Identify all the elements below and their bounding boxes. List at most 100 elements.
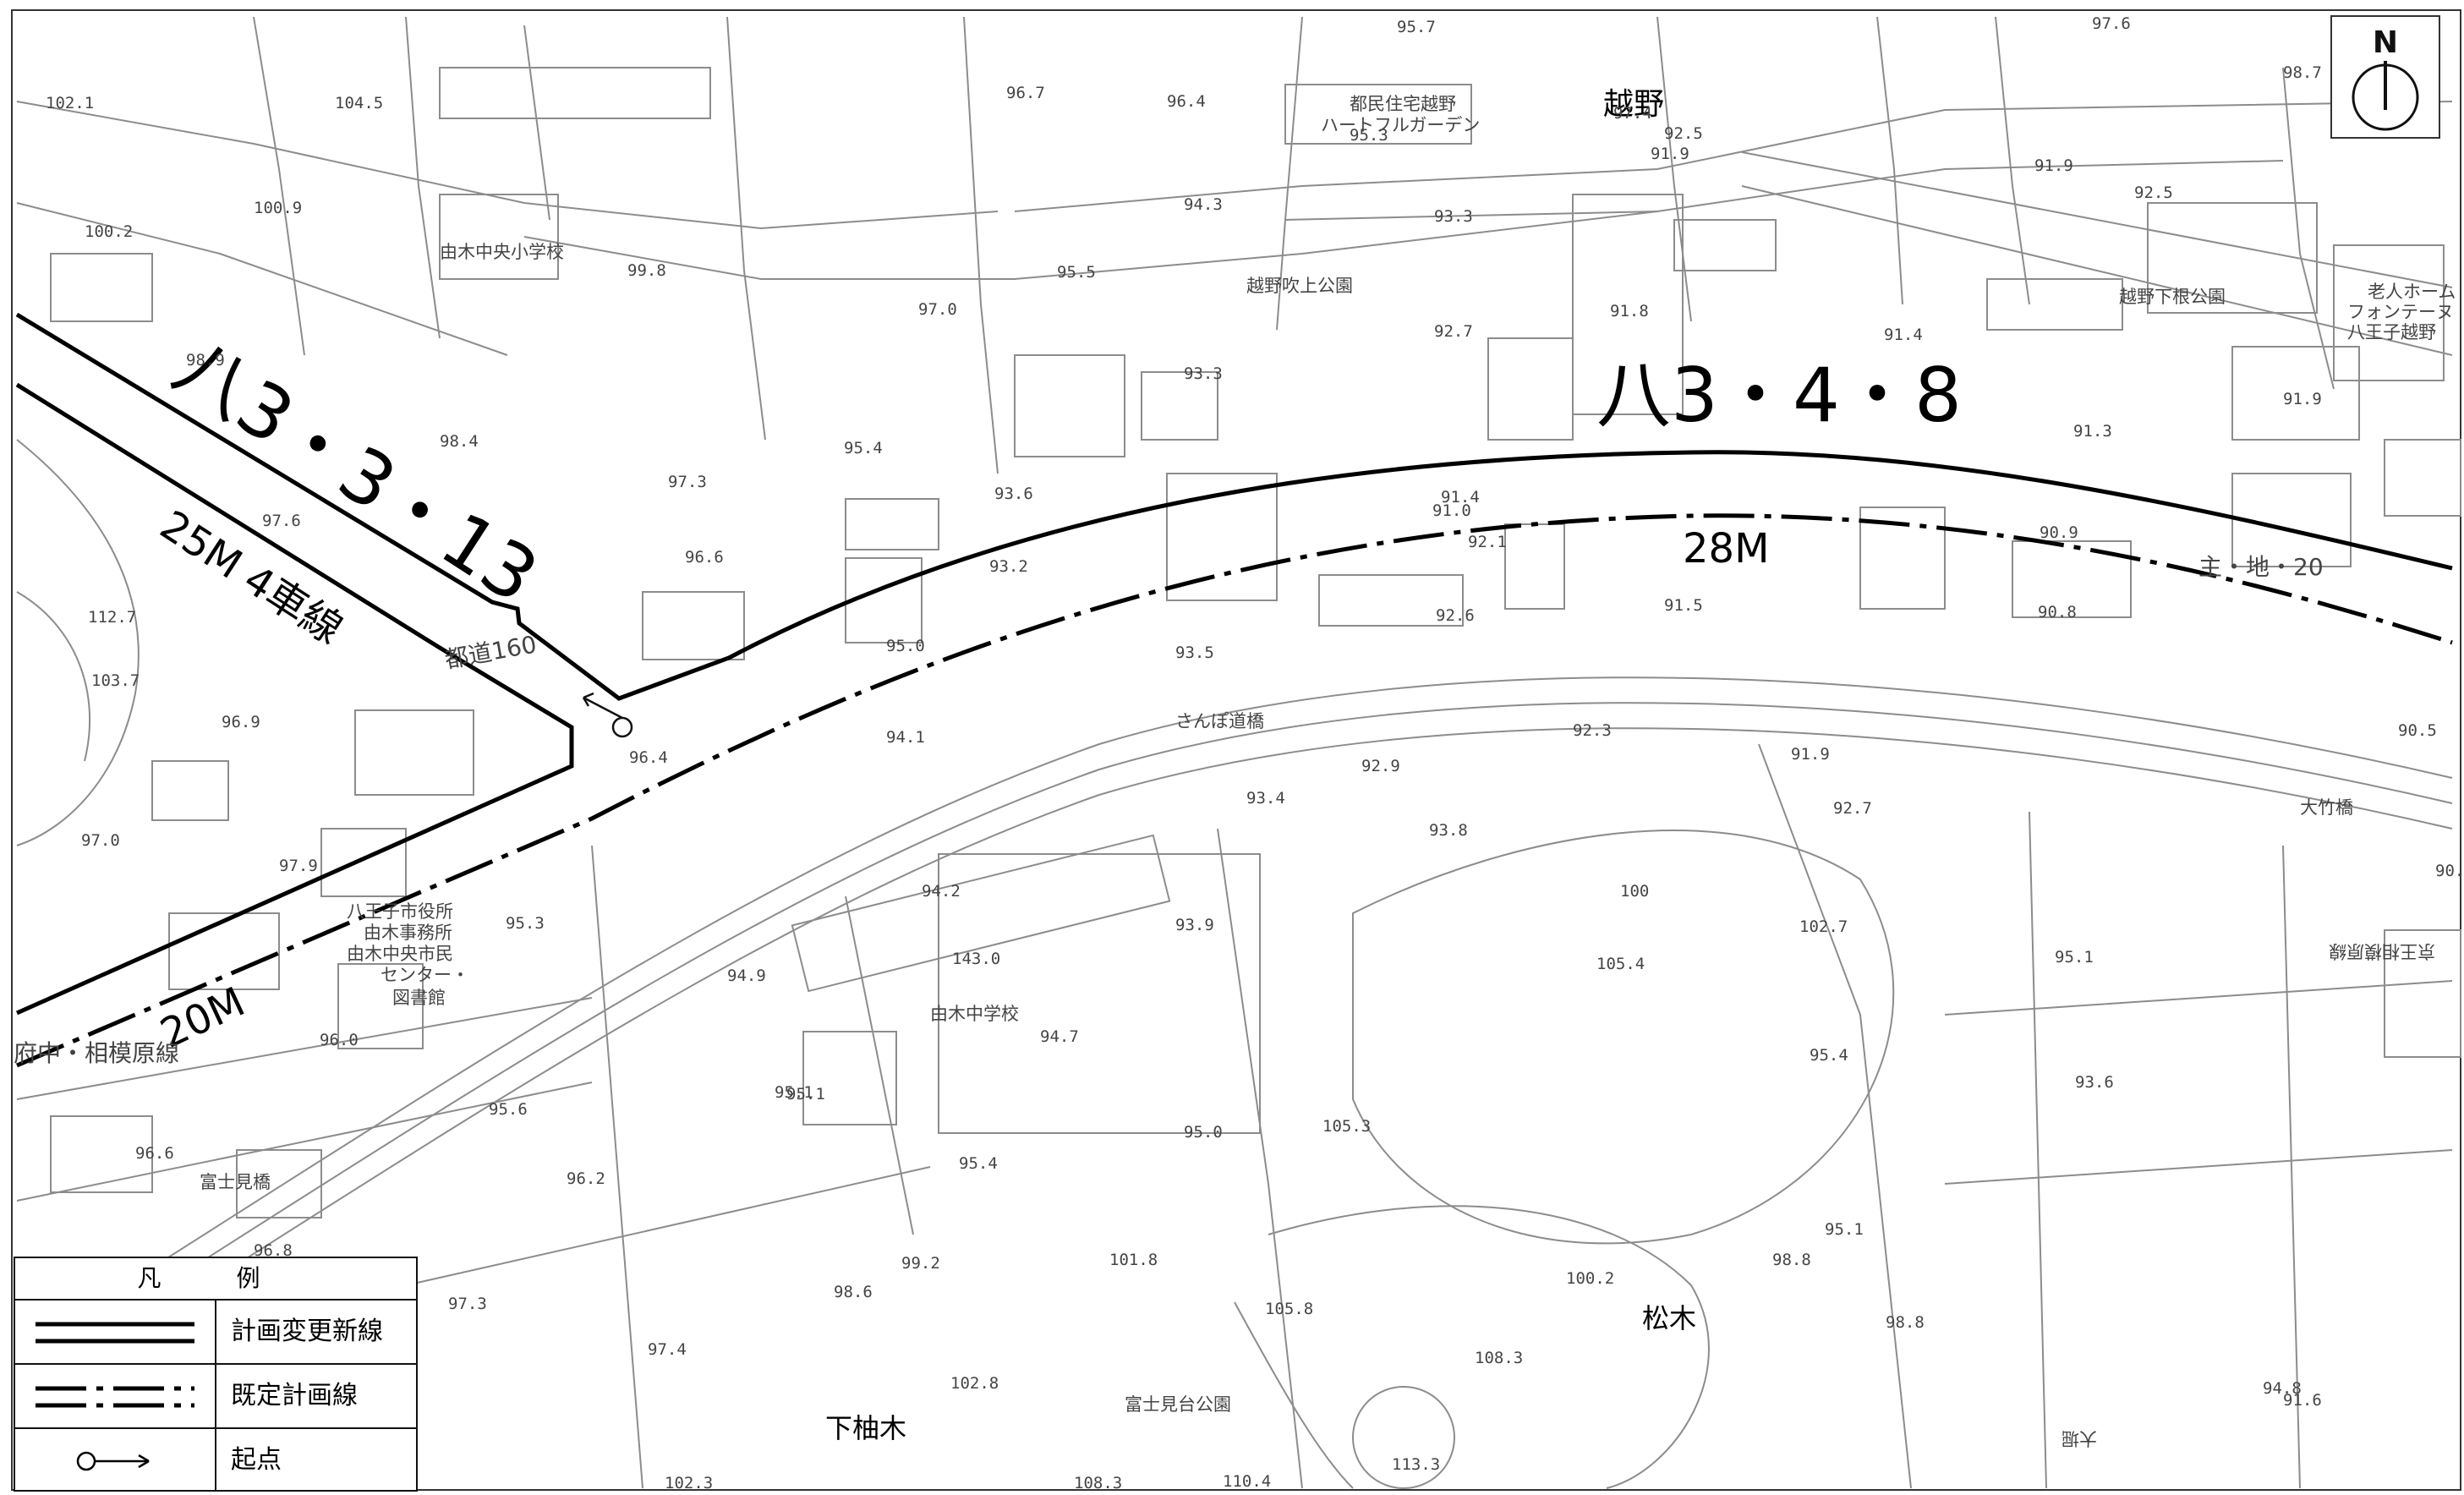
spot-height-label: 97.3 (448, 1295, 487, 1313)
label-toei-housing-2: ハートフルガーデン (1321, 115, 1480, 135)
spot-height-label: 91.9 (1791, 745, 1830, 764)
legend-solid-line-icon (36, 1322, 194, 1344)
spot-height-label: 96.2 (567, 1169, 605, 1188)
spot-height-label: 95.4 (844, 439, 883, 457)
spot-height-label: 91.4 (1884, 326, 1923, 344)
spot-height-label: 95.1 (775, 1083, 813, 1102)
spot-height-label: 95.5 (1057, 263, 1096, 282)
spot-height-label: 105.4 (1596, 955, 1645, 973)
spot-height-label: 91.3 (2073, 422, 2112, 441)
spot-height-label: 100.9 (254, 199, 302, 217)
north-arrow-icon: N (2352, 25, 2419, 131)
spot-height-label: 93.2 (989, 557, 1028, 576)
spot-height-label: 102.1 (46, 94, 94, 112)
label-fujimi-park: 富士見台公園 (1125, 1394, 1231, 1415)
spot-height-label: 90.5 (2398, 721, 2437, 740)
spot-height-label: 95.3 (506, 914, 545, 933)
spot-height-label: 95.4 (1810, 1046, 1848, 1065)
spot-height-label: 100.2 (1566, 1269, 1614, 1288)
spot-height-label: 91.4 (1441, 488, 1480, 507)
spot-height-label: 94.8 (2263, 1379, 2302, 1398)
spot-height-label: 101.8 (1109, 1251, 1158, 1269)
label-nursing-home-1: 老人ホーム (2368, 282, 2456, 302)
spot-height-label: 112.7 (88, 608, 136, 627)
spot-height-label: 90.3 (2435, 862, 2464, 880)
spot-height-label: 91.6 (2283, 1391, 2322, 1410)
spot-height-label: 92.7 (1434, 322, 1473, 341)
spot-height-label: 113.3 (1392, 1455, 1440, 1474)
start-point-marker (582, 692, 633, 738)
legend-row-existing-line: 既定計画線 (15, 1365, 416, 1429)
spot-height-label: 94.2 (922, 882, 961, 901)
label-shimoyugi: 下柚木 (825, 1412, 906, 1444)
spot-height-label: 95.1 (2055, 948, 2094, 967)
spot-height-label: 94.9 (727, 967, 766, 985)
spot-height-label: 92.3 (1573, 721, 1612, 740)
spot-height-label: 102.7 (1799, 917, 1848, 936)
legend-dashdot-line-icon (36, 1386, 194, 1408)
legend-label-new-line: 計画変更新線 (231, 1317, 383, 1346)
spot-height-label: 91.0 (1432, 501, 1471, 520)
spot-height-label: 96.6 (135, 1144, 174, 1163)
spot-height-label: 105.3 (1322, 1117, 1371, 1136)
spot-height-label: 92.7 (1833, 799, 1872, 818)
label-nursing-home-2: フォンテーヌ (2347, 302, 2454, 322)
spot-height-label: 92.1 (1468, 533, 1507, 551)
spot-height-label: 95.6 (489, 1100, 528, 1119)
spot-height-label: 96.4 (1167, 92, 1206, 111)
spot-height-label: 92.6 (1436, 606, 1475, 625)
label-nursing-home-3: 八王子越野 (2347, 322, 2436, 342)
spot-height-label: 93.9 (1175, 916, 1214, 934)
legend: 凡 例 計画変更新線 既定計画線 起点 (14, 1257, 418, 1492)
label-yugi-jhs: 由木中学校 (930, 1004, 1019, 1024)
spot-height-label: 102.8 (950, 1374, 999, 1393)
label-city-office-1: 八王子市役所 (347, 901, 453, 922)
north-label: N (2373, 25, 2398, 60)
planned-road-lines (15, 312, 2453, 1068)
spot-height-label: 93.6 (994, 485, 1033, 503)
spot-height-label: 97.3 (668, 473, 707, 491)
spot-height-label: 143.0 (952, 950, 1000, 968)
spot-height-label: 100.2 (85, 222, 133, 241)
spot-height-label: 98.9 (186, 351, 225, 370)
spot-height-label: 98.4 (440, 432, 479, 451)
spot-height-label: 91.8 (1610, 302, 1649, 320)
legend-row-new-line: 計画変更新線 (15, 1301, 416, 1365)
spot-height-label: 94.3 (1184, 195, 1223, 214)
label-ohori: 大堀 (2062, 1428, 2097, 1448)
spot-height-label: 93.6 (2075, 1073, 2114, 1092)
spot-height-label: 102.3 (665, 1474, 713, 1492)
spot-height-label: 99.8 (627, 261, 666, 280)
label-koshino-shimone-park: 越野下根公園 (2119, 287, 2226, 307)
spot-height-label: 97.4 (1613, 104, 1652, 123)
label-yugi-chuo-elem: 由木中央小学校 (440, 242, 564, 262)
legend-label-existing-line: 既定計画線 (231, 1381, 358, 1410)
spot-height-label: 98.7 (2283, 63, 2322, 82)
label-city-office-5: 図書館 (392, 988, 446, 1008)
spot-height-label: 94.7 (1040, 1027, 1079, 1046)
spot-height-label: 95.0 (1184, 1123, 1223, 1142)
spot-height-label: 108.3 (1074, 1474, 1122, 1492)
spot-height-label: 98.6 (834, 1283, 873, 1301)
spot-height-label: 97.9 (279, 857, 318, 875)
label-fujimi-bridge: 富士見橋 (200, 1172, 271, 1192)
spot-height-label: 99.2 (901, 1254, 940, 1273)
spot-height-label: 90.9 (2040, 523, 2078, 542)
spot-height-label: 94.1 (886, 728, 925, 747)
spot-height-label: 96.6 (685, 548, 724, 567)
label-sanpomichi-bridge: さんぽ道橋 (1175, 711, 1264, 731)
spot-height-label: 93.5 (1175, 643, 1214, 662)
spot-height-label: 97.6 (262, 512, 301, 530)
route-label-east: 八3・4・8 (1596, 352, 1962, 439)
spot-height-label: 92.5 (1664, 124, 1703, 143)
spot-height-label: 110.4 (1223, 1472, 1271, 1491)
spot-height-label: 95.7 (1397, 18, 1436, 36)
north-arrow: N (2330, 15, 2440, 139)
spot-height-label: 105.8 (1265, 1300, 1313, 1318)
spot-height-label: 91.9 (2283, 390, 2322, 408)
spot-height-label: 96.7 (1006, 84, 1045, 102)
spot-height-label: 97.0 (81, 831, 120, 850)
legend-label-start-point: 起点 (231, 1445, 282, 1475)
spot-height-label: 95.4 (959, 1154, 998, 1173)
